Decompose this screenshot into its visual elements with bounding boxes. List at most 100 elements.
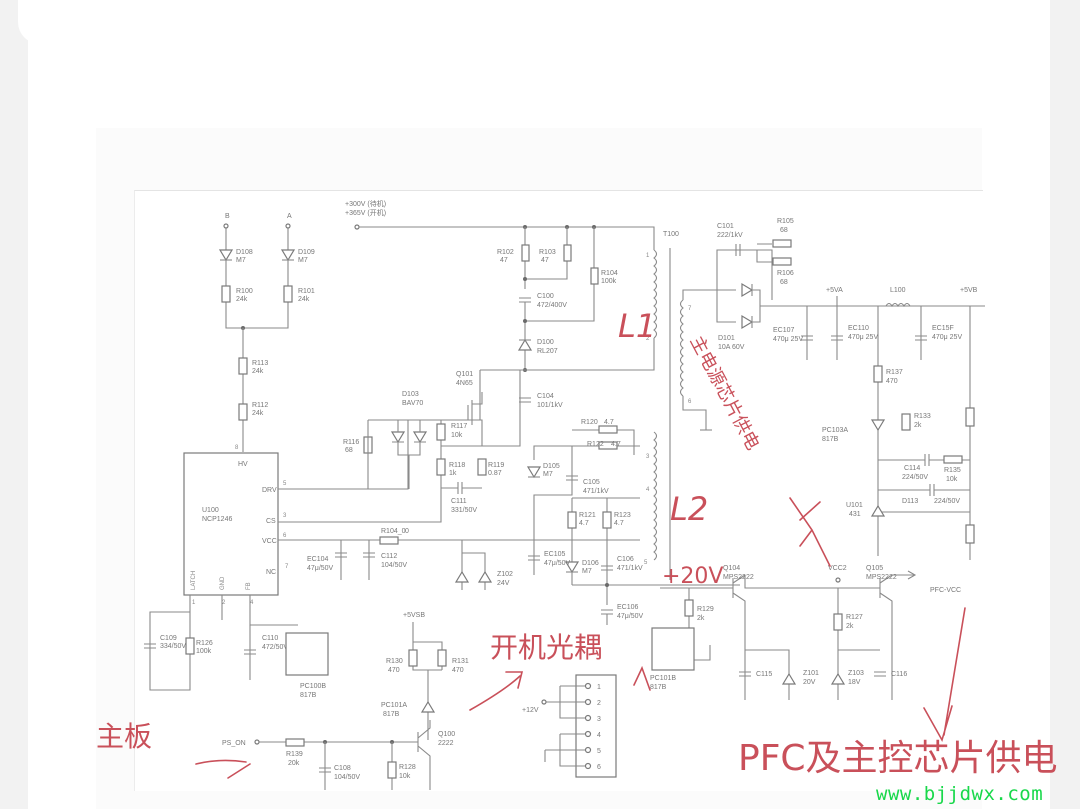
r102-ref: R102	[497, 249, 514, 256]
vcc2-terminal	[835, 577, 841, 583]
pc100b-value: 817B	[300, 692, 317, 699]
r104-0-value: 0	[405, 528, 409, 535]
wire-bias	[688, 588, 880, 700]
pc101b-ref: PC101B	[650, 675, 676, 682]
capacitor-c100	[519, 297, 531, 303]
r118-ref: R118	[449, 462, 465, 469]
wire-d101-out	[751, 284, 985, 328]
terminal-b-label: B	[225, 213, 230, 220]
r127-value: 2k	[846, 623, 854, 630]
diode-d100	[517, 338, 533, 351]
r113-value: 24k	[252, 368, 264, 375]
net-12v: +12V	[522, 707, 539, 714]
wire-drain	[480, 338, 655, 371]
ic-pin-drv: DRV	[262, 487, 277, 494]
q105-ref: Q105	[866, 565, 883, 572]
r126-ref: R126	[196, 640, 213, 647]
r122-value: 4.7	[611, 441, 621, 448]
r118-value: 1k	[449, 470, 457, 477]
r120-ref: R120	[581, 419, 598, 426]
c105-value: 471/1kV	[583, 488, 609, 495]
annotation-arrow-pfc-icon	[923, 607, 966, 743]
pc103a-ref: PC103A	[822, 427, 848, 434]
capacitor-c111	[441, 482, 482, 494]
wire-gate	[368, 370, 481, 421]
ic-pin-hv: HV	[238, 461, 248, 468]
connector	[575, 674, 617, 778]
wire-divider	[225, 228, 289, 329]
resistor-r135	[943, 455, 963, 464]
node	[523, 319, 527, 323]
r121-ref: R121	[579, 512, 596, 519]
diode-d108	[218, 249, 234, 262]
z101-value: 20V	[803, 679, 816, 686]
r117-ref: R117	[451, 423, 467, 430]
resistor-feedback-upper	[965, 407, 975, 427]
ec110-value: 470μ 25V	[848, 334, 878, 341]
r101-ref: R101	[298, 288, 315, 295]
z103-value: 18V	[848, 679, 861, 686]
z103-ref: Z103	[848, 670, 864, 677]
r123-value: 4.7	[614, 520, 624, 527]
r101-value: 24k	[298, 296, 310, 303]
capacitor-c105	[566, 475, 578, 481]
r104-value: 100k	[601, 278, 617, 285]
capacitor-c108	[319, 742, 393, 790]
shunt-regulator-u101	[870, 504, 886, 517]
resistor-r117	[436, 423, 446, 441]
wire-r105	[756, 243, 772, 263]
resistor-r101	[283, 285, 293, 303]
ec15f-ref: EC15F	[932, 325, 954, 332]
c101-ref: C101	[717, 223, 734, 230]
connector-wiring	[544, 685, 585, 767]
annotation-l2: L2	[670, 490, 708, 528]
c114-ref: C114	[904, 465, 920, 472]
annotation-pfc-supply: PFC及主控芯片供电	[738, 738, 1058, 779]
transformer-ref: T100	[663, 231, 679, 238]
capacitor-c110	[244, 625, 256, 680]
ec104-ref: EC104	[307, 556, 329, 563]
wire-ps-on	[412, 622, 443, 740]
resistor-r133	[901, 413, 911, 431]
ec104-value: 47μ/50V	[307, 565, 334, 572]
ic-pin-fb: FB	[246, 582, 252, 590]
wire-ic-outputs	[278, 420, 640, 541]
arrow-icon	[907, 570, 917, 580]
capacitor-ec15f	[915, 306, 927, 360]
c115-ref: C115	[756, 671, 772, 678]
resistor-r131	[437, 649, 447, 667]
capacitor-ec107	[801, 306, 813, 360]
r104-ref: R104	[601, 270, 618, 277]
wire-compensation	[878, 454, 970, 513]
ec105-value: 47μ/50V	[544, 560, 571, 567]
resistor-r128	[387, 761, 397, 779]
zener-z102	[454, 570, 493, 583]
r126-value: 100k	[196, 648, 212, 655]
c100-value: 472/400V	[537, 302, 567, 309]
r119-value: 0.87	[488, 470, 502, 477]
capacitor-c106	[601, 565, 613, 571]
led-pc101a	[420, 700, 436, 713]
d108-value: M7	[236, 257, 246, 264]
d103-value: BAV70	[402, 400, 423, 407]
ec110-ref: EC110	[848, 325, 869, 332]
ec106-value: 47μ/50V	[617, 613, 644, 620]
ic-pin-cs: CS	[266, 518, 276, 525]
inductor-l100	[885, 302, 911, 308]
annotation-arrow-optocoupler-icon	[469, 671, 524, 711]
led-pc103a	[870, 419, 886, 432]
ic-pin-num-fb: 4	[250, 600, 254, 606]
ec106-ref: EC106	[617, 604, 639, 611]
c112-ref: C112	[381, 553, 397, 560]
ps-on-terminal	[254, 739, 260, 745]
pc100b-ref: PC100B	[300, 683, 326, 690]
r100-value: 24k	[236, 296, 248, 303]
diode-d105	[526, 466, 542, 479]
r129-value: 2k	[697, 615, 705, 622]
d106-ref: D106	[582, 560, 599, 567]
node	[523, 277, 527, 281]
d101-value: 10A 60V	[718, 344, 745, 351]
optocoupler-pc101b	[651, 627, 695, 671]
zener-z103	[830, 672, 846, 685]
wire-d105	[533, 445, 573, 540]
